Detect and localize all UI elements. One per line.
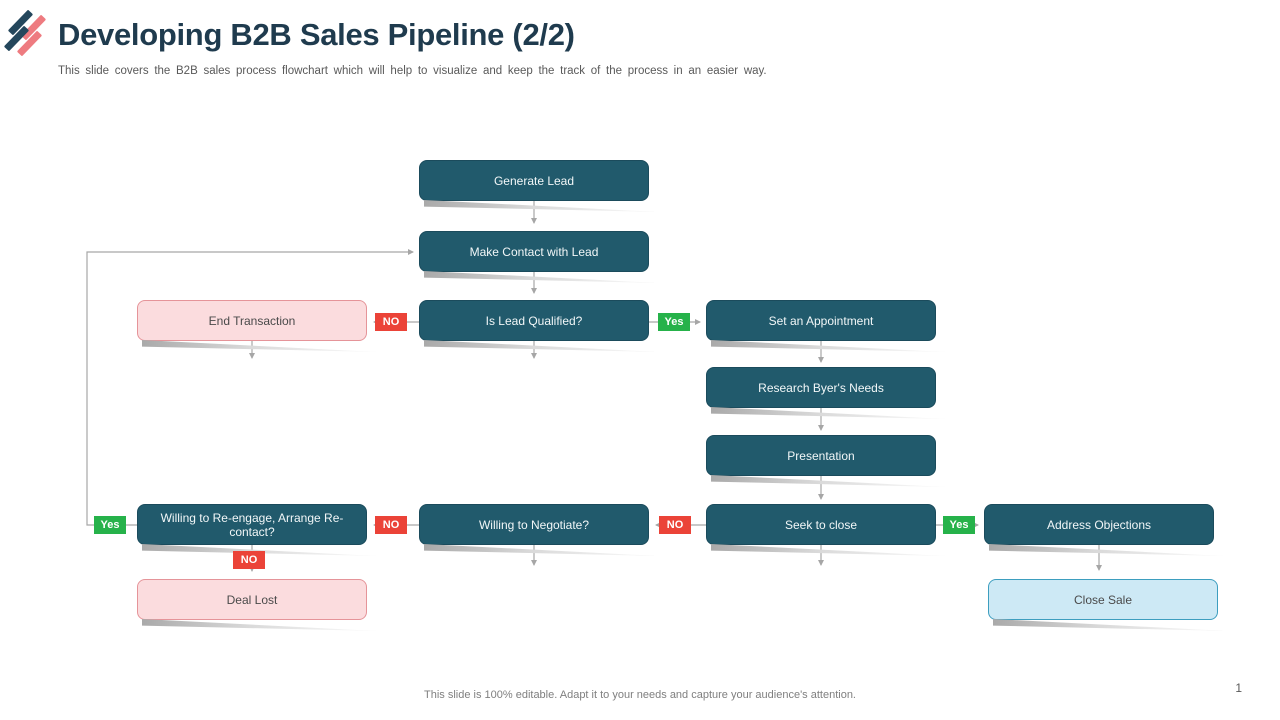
flow-node-willing-reengage: Willing to Re-engage, Arrange Re-contact…	[137, 504, 367, 545]
flow-node-research-needs: Research Byer's Needs	[706, 367, 936, 408]
edge-label-yes-qualified-appointment: Yes	[658, 313, 690, 331]
flow-node-address-objections: Address Objections	[984, 504, 1214, 545]
flow-node-label: Research Byer's Needs	[758, 380, 884, 395]
flow-node-willing-negotiate: Willing to Negotiate?	[419, 504, 649, 545]
page-title: Developing B2B Sales Pipeline (2/2)	[58, 17, 575, 52]
flow-node-end-transaction: End Transaction	[137, 300, 367, 341]
edge-label-no-reengage-deallost: NO	[233, 551, 265, 569]
edge-label-no-qualified-end: NO	[375, 313, 407, 331]
edge-label-no-seek-negotiate: NO	[659, 516, 691, 534]
flow-node-deal-lost: Deal Lost	[137, 579, 367, 620]
flow-node-label: Close Sale	[1073, 592, 1133, 607]
flow-node-label: Seek to close	[784, 517, 858, 532]
flow-node-close-sale: Close Sale	[988, 579, 1218, 620]
flow-node-label: Willing to Negotiate?	[478, 517, 590, 532]
flow-node-label: Address Objections	[1046, 517, 1152, 532]
flow-node-label: Generate Lead	[493, 173, 575, 188]
flow-node-label: Make Contact with Lead	[469, 244, 599, 259]
flow-node-label: Willing to Re-engage, Arrange Re-contact…	[160, 510, 344, 539]
flow-node-make-contact: Make Contact with Lead	[419, 231, 649, 272]
edge-label-yes-reengage-makecontact: Yes	[94, 516, 126, 534]
flow-node-is-lead-qualified: Is Lead Qualified?	[419, 300, 649, 341]
flow-node-label: Set an Appointment	[768, 313, 874, 328]
flow-node-presentation: Presentation	[706, 435, 936, 476]
flow-node-label: Presentation	[787, 448, 855, 463]
flow-node-label: Is Lead Qualified?	[485, 313, 583, 328]
footer-note: This slide is 100% editable. Adapt it to…	[424, 689, 856, 701]
flow-node-label: Deal Lost	[226, 592, 278, 607]
flow-node-seek-close: Seek to close	[706, 504, 936, 545]
page-subtitle: This slide covers the B2B sales process …	[58, 65, 767, 77]
edge-label-yes-seek-address: Yes	[943, 516, 975, 534]
flow-node-label: End Transaction	[208, 313, 296, 328]
flow-node-generate-lead: Generate Lead	[419, 160, 649, 201]
edge-label-no-negotiate-reengage: NO	[375, 516, 407, 534]
page-number: 1	[1235, 681, 1242, 695]
flow-node-set-appointment: Set an Appointment	[706, 300, 936, 341]
